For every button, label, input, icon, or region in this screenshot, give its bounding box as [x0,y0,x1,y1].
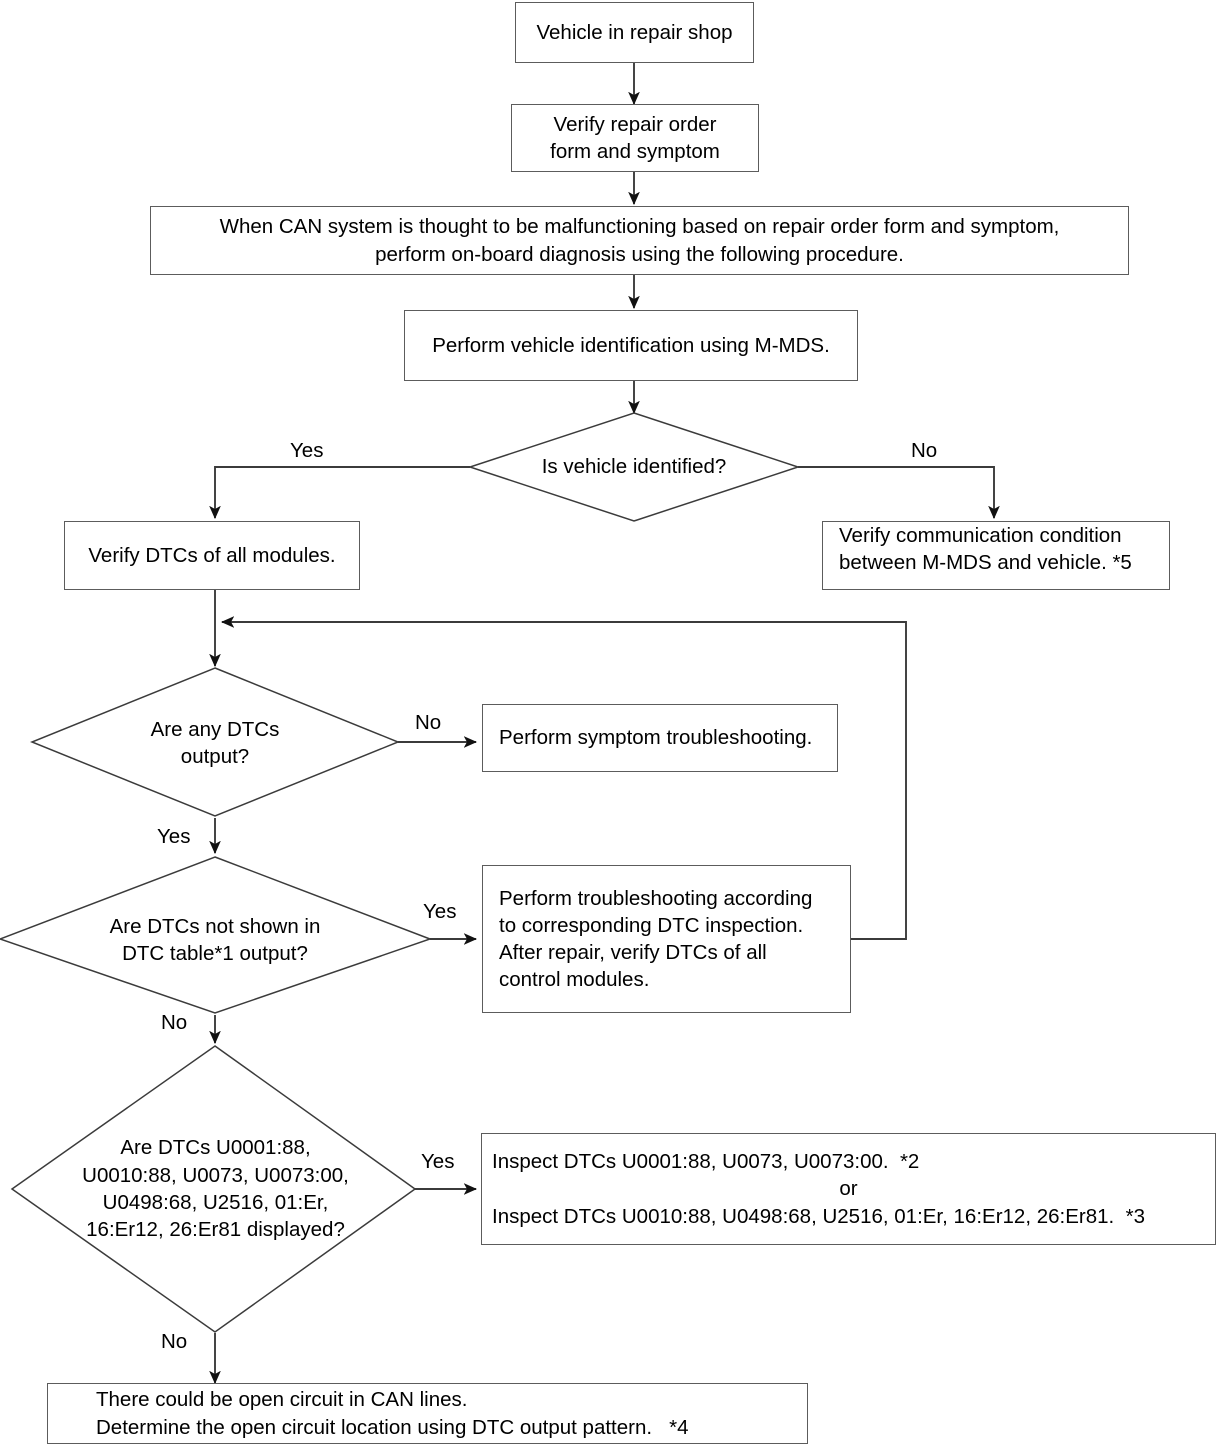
node-symptom-ts-text: Perform symptom troubleshooting. [499,726,813,750]
node-perform-ts-line3: After repair, verify DTCs of all [499,941,767,964]
node-verify-dtcs-text: Verify DTCs of all modules. [88,543,336,567]
node-inspect-line1: Inspect DTCs U0001:88, U0073, U0073:00. … [492,1150,920,1174]
node-vehicle-id-text: Perform vehicle identification using M-M… [432,333,830,357]
edge-label-not-shown-no: No [161,1011,188,1034]
edge-label-dtc-list-yes: Yes [421,1150,455,1173]
edge-label-identified-no: No [911,439,938,462]
diamond-dtc-list-displayed [10,1045,417,1333]
node-perform-vehicle-identification: Perform vehicle identification using M-M… [404,310,858,381]
edge-label-identified-no-text: No [911,439,938,462]
node-verify-dtcs-all-modules: Verify DTCs of all modules. [64,521,360,590]
node-verify-communication-condition: Verify communication condition between M… [822,521,1170,590]
node-verify-order-line1: Verify repair order [553,112,717,136]
edge-label-not-shown-yes: Yes [423,900,457,923]
node-perform-symptom-troubleshooting: Perform symptom troubleshooting. [482,704,838,772]
edge-label-dtc-list-no-text: No [161,1330,188,1353]
diamond-are-any-dtcs-output [29,667,401,817]
edge-label-identified-yes-text: Yes [290,439,324,462]
edge-label-any-dtcs-no: No [415,711,442,734]
edge-label-dtc-list-yes-text: Yes [421,1150,455,1173]
node-inspect-dtcs: Inspect DTCs U0001:88, U0073, U0073:00. … [481,1133,1216,1245]
edge-label-identified-yes: Yes [290,439,324,462]
node-verify-order-line2: form and symptom [550,140,720,163]
node-inspect-line3: Inspect DTCs U0010:88, U0498:68, U2516, … [492,1204,1145,1228]
edge-label-dtc-list-no: No [161,1330,188,1353]
node-verify-comm-line1: Verify communication condition [839,524,1122,547]
node-open-circuit-conclusion: There could be open circuit in CAN lines… [47,1383,808,1444]
edge-label-not-shown-no-text: No [161,1011,188,1034]
edge-feedback-loop [220,616,907,940]
node-vehicle-in-repair-shop: Vehicle in repair shop [515,2,754,63]
node-perform-ts-line4: control modules. [499,968,650,992]
edge-label-any-dtcs-yes-text: Yes [157,825,191,848]
node-open-circuit-line1: There could be open circuit in CAN lines… [96,1388,468,1412]
node-can-note-line2: perform on-board diagnosis using the fol… [375,242,904,266]
node-can-note-line1: When CAN system is thought to be malfunc… [219,215,1060,239]
edge-identified-no [798,466,1000,520]
diamond-is-vehicle-identified [467,412,801,522]
node-start-text: Vehicle in repair shop [536,20,733,44]
edge-label-any-dtcs-no-text: No [415,711,442,734]
node-verify-repair-order: Verify repair order form and symptom [511,104,759,172]
node-verify-comm-line2: between M-MDS and vehicle. *5 [839,551,1132,575]
node-can-system-note: When CAN system is thought to be malfunc… [150,206,1129,275]
edge-identified-yes [209,466,470,520]
node-open-circuit-line2: Determine the open circuit location usin… [96,1415,689,1439]
edge-label-not-shown-yes-text: Yes [423,900,457,923]
node-perform-ts-line1: Perform troubleshooting according [499,886,813,910]
node-perform-ts-line2: to corresponding DTC inspection. [499,913,804,937]
node-inspect-line2: or [839,1177,858,1201]
diamond-dtcs-not-shown [0,856,433,1014]
node-perform-troubleshooting: Perform troubleshooting according to cor… [482,865,851,1013]
edge-label-any-dtcs-yes: Yes [157,825,191,848]
